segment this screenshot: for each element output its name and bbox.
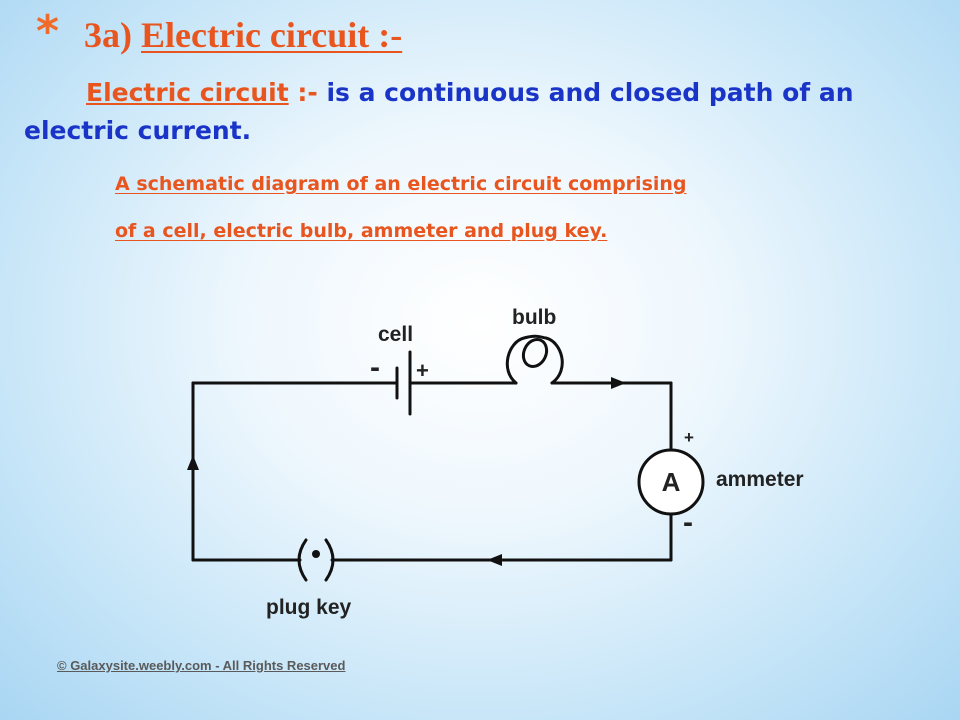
plug-key-label: plug key: [266, 596, 352, 619]
title-bullet: *: [36, 6, 60, 57]
diagram-caption-line1: A schematic diagram of an electric circu…: [115, 173, 687, 195]
ammeter-letter: A: [662, 467, 681, 497]
plug-key-dot: [312, 550, 320, 558]
ammeter-positive-sign: +: [684, 428, 694, 447]
title-prefix: 3a): [84, 15, 141, 55]
arrow-bottom-left: [487, 554, 502, 566]
bulb-label: bulb: [512, 306, 556, 329]
bulb-symbol: [505, 334, 564, 385]
ammeter-label: ammeter: [716, 468, 804, 491]
arrow-left-up: [187, 455, 199, 470]
page-title: 3a) Electric circuit :-: [84, 14, 402, 56]
diagram-caption-line2: of a cell, electric bulb, ammeter and pl…: [115, 220, 608, 242]
title-term: Electric circuit: [141, 15, 370, 55]
definition-separator: :-: [288, 78, 318, 107]
plug-key-symbol: [297, 538, 335, 582]
cell-positive-sign: +: [416, 358, 429, 383]
definition-term: Electric circuit: [86, 78, 289, 107]
definition-paragraph: Electric circuit :- is a continuous and …: [24, 74, 934, 150]
ammeter-negative-sign: -: [683, 506, 693, 539]
ammeter-symbol: [637, 448, 705, 516]
copyright-link[interactable]: © Galaxysite.weebly.com - All Rights Res…: [57, 658, 346, 673]
cell-label: cell: [378, 323, 413, 346]
title-suffix: :-: [369, 15, 403, 55]
arrow-top-right: [611, 377, 626, 389]
cell-symbol: [395, 350, 412, 416]
cell-negative-sign: -: [370, 351, 380, 384]
definition-text: is a continuous and closed path of an el…: [24, 78, 854, 145]
